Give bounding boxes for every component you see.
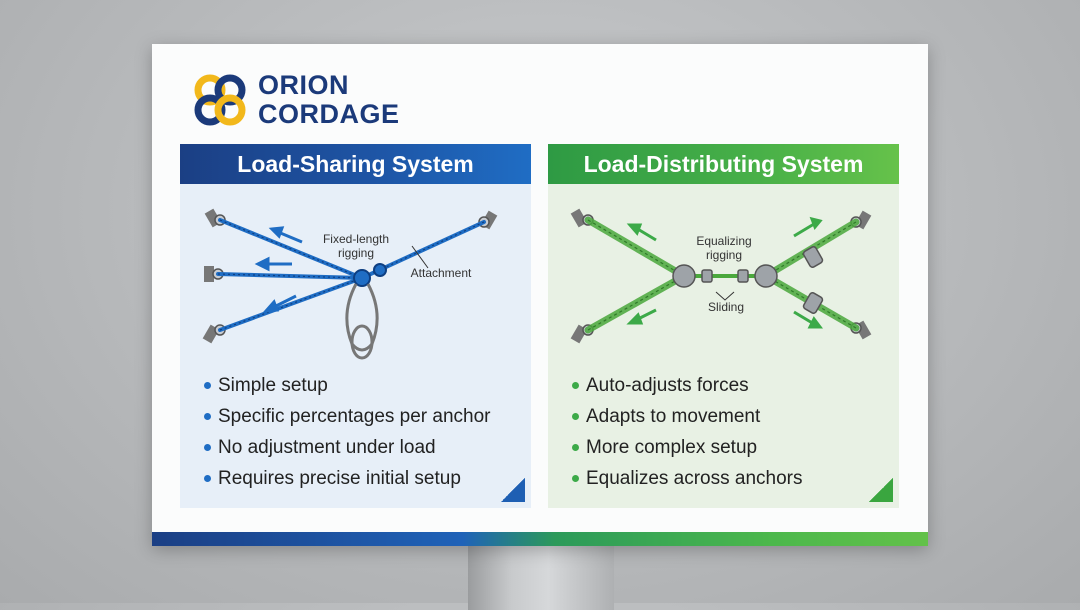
monitor-stand — [468, 540, 614, 610]
attachment-label: Attachment — [410, 266, 472, 280]
interlocking-rings-logo-icon — [194, 74, 246, 126]
load-distributing-title: Load-Distributing System — [548, 144, 899, 184]
rigging-label-line1: Equalizing — [696, 234, 752, 248]
rigging-label-line2: rigging — [337, 246, 375, 260]
rigging-label-line2: rigging — [705, 248, 743, 262]
list-item: No adjustment under load — [204, 432, 491, 463]
list-item: Auto-adjusts forces — [572, 370, 803, 401]
load-distributing-diagram: Equalizing rigging Sliding — [548, 184, 899, 364]
sliding-label: Sliding — [707, 300, 745, 314]
brand-name-line1: ORION — [258, 70, 350, 100]
load-sharing-panel: Load-Sharing System — [180, 144, 531, 508]
rigging-label: Fixed-length rigging — [316, 232, 396, 260]
list-item: Specific percentages per anchor — [204, 401, 491, 432]
page-corner-fold — [869, 478, 893, 502]
brand-name: ORION CORDAGE — [258, 71, 400, 129]
rigging-label: Equalizing rigging — [684, 234, 764, 262]
equalizing-rigging-illustration — [570, 208, 872, 344]
brand-name-line2: CORDAGE — [258, 99, 400, 129]
display-screen: ORION CORDAGE Load-Sharing System — [152, 44, 928, 546]
list-item: Adapts to movement — [572, 401, 803, 432]
rigging-label-line1: Fixed-length — [322, 232, 390, 246]
load-distributing-bullet-list: Auto-adjusts forces Adapts to movement M… — [572, 370, 803, 494]
list-item: Simple setup — [204, 370, 491, 401]
load-sharing-bullet-list: Simple setup Specific percentages per an… — [204, 370, 491, 494]
page-corner-fold — [501, 478, 525, 502]
list-item: Equalizes across anchors — [572, 463, 803, 494]
load-distributing-panel: Load-Distributing System — [548, 144, 899, 508]
gradient-footer-bar — [152, 532, 928, 546]
load-sharing-diagram: Fixed-length rigging Attachment — [180, 184, 531, 364]
fixed-rigging-illustration — [202, 208, 498, 360]
load-sharing-title: Load-Sharing System — [180, 144, 531, 184]
list-item: More complex setup — [572, 432, 803, 463]
brand-logo: ORION CORDAGE — [188, 68, 400, 132]
list-item: Requires precise initial setup — [204, 463, 491, 494]
